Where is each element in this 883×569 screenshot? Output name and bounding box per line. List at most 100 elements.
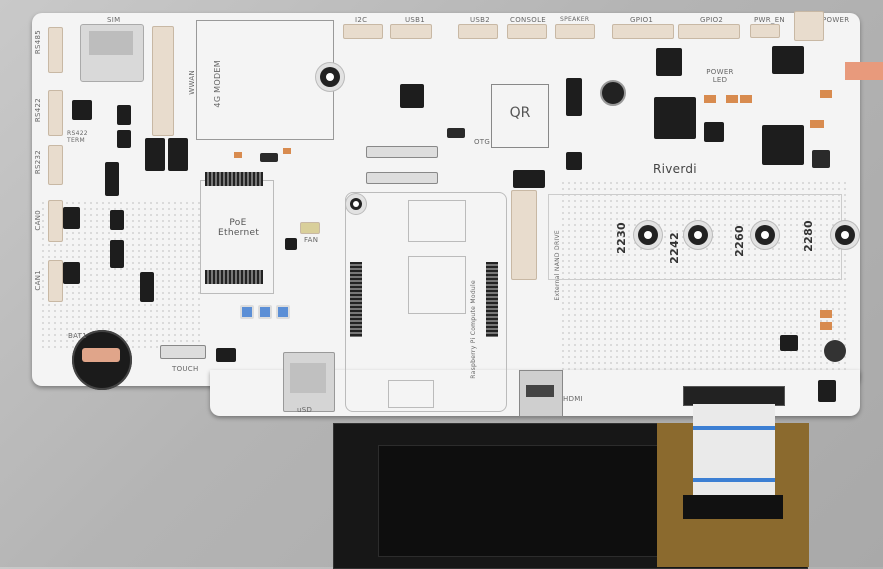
- battery-clip: [82, 348, 120, 362]
- capacitor-display-1: [820, 310, 832, 318]
- sim-slot-inner: [89, 31, 133, 55]
- connector-power[interactable]: [794, 11, 824, 41]
- chip-regulator: [762, 125, 804, 165]
- compute-module-connector-left[interactable]: [350, 262, 362, 337]
- connector-label-speaker: SPEAKER: [560, 16, 590, 23]
- button-1[interactable]: [240, 305, 254, 319]
- compute-module-outline: [345, 192, 507, 412]
- button-3[interactable]: [276, 305, 290, 319]
- chip-audio: [566, 78, 582, 116]
- connector-label-rs422: RS422: [34, 98, 42, 123]
- usd-card: [290, 363, 326, 393]
- chip-can-f: [140, 272, 154, 302]
- button-2[interactable]: [258, 305, 272, 319]
- power-cable-tab: [845, 62, 883, 80]
- connector-can0[interactable]: [48, 200, 63, 242]
- capacitor-power-1: [704, 95, 716, 103]
- modem-label: 4G MODEM: [213, 60, 222, 108]
- rs422-term-label: RS422 TERM: [67, 130, 88, 144]
- capacitor-1: [234, 152, 242, 158]
- battery-holder: [72, 330, 132, 390]
- display-active-area: [378, 445, 660, 557]
- mounting-hole-top: [320, 67, 340, 87]
- chip-can-d: [110, 240, 124, 268]
- chip-regulator-2: [772, 46, 804, 74]
- connector-label-power: POWER: [822, 16, 850, 24]
- inductor-display: [824, 340, 846, 362]
- display-fpc-connector[interactable]: [683, 386, 785, 406]
- display-connector-1[interactable]: [366, 146, 438, 158]
- connector-label-can0: CAN0: [34, 210, 42, 231]
- connector-rs232[interactable]: [48, 145, 63, 185]
- brand-label: Riverdi: [653, 162, 697, 176]
- connector-label-console: CONSOLE: [510, 16, 547, 24]
- hdmi-opening: [526, 385, 554, 397]
- chip-rs485-transceiver: [72, 100, 92, 120]
- connector-rs422[interactable]: [48, 90, 63, 136]
- connector-pwr-en[interactable]: [750, 24, 780, 38]
- ssd-mount-2242[interactable]: [688, 225, 708, 245]
- connector-speaker[interactable]: [555, 24, 595, 39]
- chip-can-c: [110, 210, 124, 230]
- connector-usb1[interactable]: [390, 24, 432, 39]
- chip-pmic: [656, 48, 682, 76]
- ssd-mount-2280[interactable]: [835, 225, 855, 245]
- connector-label-rs485: RS485: [34, 30, 42, 55]
- connector-label-rs232: RS232: [34, 150, 42, 175]
- nvme-connector[interactable]: [511, 190, 537, 280]
- connector-rs485[interactable]: [48, 27, 63, 73]
- display-ribbon-end: [683, 495, 783, 519]
- poe-header-bottom[interactable]: [205, 270, 263, 284]
- capacitor-power-5: [820, 90, 832, 98]
- connector-console[interactable]: [507, 24, 547, 39]
- fan-connector[interactable]: [300, 222, 320, 234]
- chip-display-1: [780, 335, 798, 351]
- touch-connector[interactable]: [160, 345, 206, 359]
- chip-nvme-bridge: [513, 170, 545, 188]
- ssd-size-2260: 2260: [733, 225, 746, 257]
- fan-label: FAN: [304, 236, 319, 244]
- ssd-size-2230: 2230: [615, 222, 628, 254]
- chip-rs422-a: [117, 105, 131, 125]
- connector-usb2[interactable]: [458, 24, 498, 39]
- qr-box: QR: [491, 84, 549, 148]
- compute-module-box: [388, 380, 434, 408]
- ssd-size-2280: 2280: [802, 220, 815, 252]
- usd-label: uSD: [297, 406, 313, 414]
- power-led-label: POWER LED: [706, 68, 734, 84]
- capacitor-2: [283, 148, 291, 154]
- ssd-size-2242: 2242: [668, 232, 681, 264]
- chip-power-3: [812, 150, 830, 168]
- compute-module-connector-right[interactable]: [486, 262, 498, 337]
- connector-label-gpio2: GPIO2: [700, 16, 724, 24]
- poe-header-top[interactable]: [205, 172, 263, 186]
- connector-can1[interactable]: [48, 260, 63, 302]
- touch-label: TOUCH: [172, 365, 199, 373]
- qr-text: QR: [509, 105, 531, 121]
- otg-connector[interactable]: [447, 128, 465, 138]
- connector-gpio1[interactable]: [612, 24, 674, 39]
- chip-relay-b: [168, 138, 188, 171]
- connector-i2c[interactable]: [343, 24, 383, 39]
- chip-relay-a: [145, 138, 165, 171]
- via-pattern-right: [560, 180, 850, 370]
- wwan-slot[interactable]: [152, 26, 174, 136]
- connector-label-i2c: I2C: [355, 16, 368, 24]
- ssd-mount-2260[interactable]: [755, 225, 775, 245]
- mounting-hole-left: [350, 198, 362, 210]
- sim-slot[interactable]: [80, 24, 144, 82]
- chip-small-1: [260, 153, 278, 162]
- sim-label: SIM: [107, 16, 121, 24]
- connector-gpio2[interactable]: [678, 24, 740, 39]
- ssd-mount-2230[interactable]: [638, 225, 658, 245]
- chip-can-b: [63, 207, 80, 229]
- chip-touch: [216, 348, 236, 362]
- hdmi-port[interactable]: [519, 370, 563, 417]
- display-ribbon-cable: [693, 404, 775, 504]
- chip-display-2: [818, 380, 836, 402]
- hdmi-label: HDMI: [563, 395, 583, 403]
- chip-power-2: [704, 122, 724, 142]
- usd-slot[interactable]: [283, 352, 335, 412]
- display-connector-2[interactable]: [366, 172, 438, 184]
- chip-main-power: [654, 97, 696, 139]
